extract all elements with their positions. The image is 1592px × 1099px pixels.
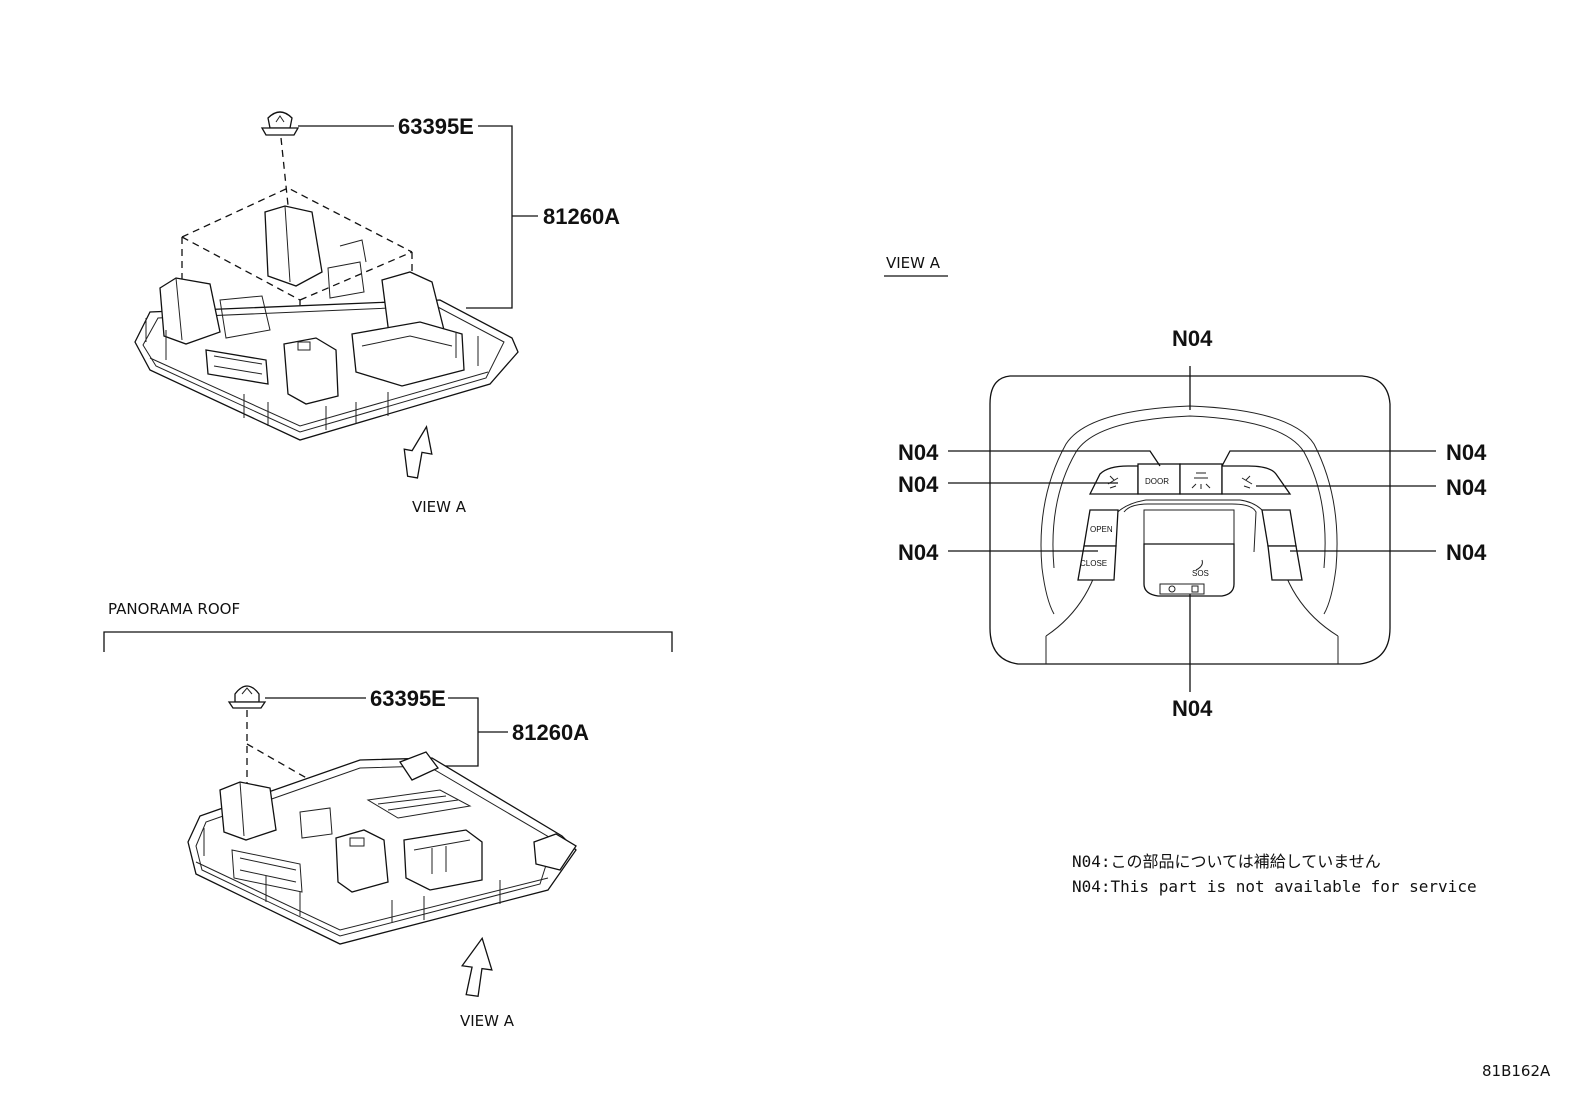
note-japanese: N04:この部品については補給していません xyxy=(1072,852,1381,871)
panorama-roof-title: PANORAMA ROOF xyxy=(108,600,240,618)
panorama-section: PANORAMA ROOF 63395E 81260A xyxy=(103,600,673,1030)
right-light-icon xyxy=(1241,475,1253,489)
callout-n04-top: N04 xyxy=(1172,326,1213,351)
door-button-label: DOOR xyxy=(1145,477,1169,486)
panorama-assembly-part-number: 81260A xyxy=(512,720,589,745)
map-light-icon xyxy=(1191,472,1211,489)
top-assembly-part-number: 81260A xyxy=(543,204,620,229)
panorama-view-a-label: VIEW A xyxy=(460,1012,515,1030)
top-assembly: 63395E 81260A VIEW A xyxy=(134,111,620,516)
clip-63395e-top xyxy=(260,111,300,136)
callout-n04-lower-right: N04 xyxy=(1446,540,1487,565)
callout-n04-mid-left: N04 xyxy=(898,472,939,497)
sos-button-label: SOS xyxy=(1192,569,1209,578)
view-a-section: VIEW A DOOR OPEN CLOSE xyxy=(884,254,1487,721)
callout-n04-bottom: N04 xyxy=(1172,696,1213,721)
notes: N04:この部品については補給していません N04:This part is n… xyxy=(1072,852,1477,896)
callout-n04-upper-right: N04 xyxy=(1446,440,1487,465)
top-clip-part-number: 63395E xyxy=(398,114,474,139)
clip-63395e-panorama xyxy=(227,685,267,709)
open-button-label: OPEN xyxy=(1090,525,1113,534)
top-view-a-label: VIEW A xyxy=(412,498,467,516)
view-a-title: VIEW A xyxy=(886,254,941,272)
close-button-label: CLOSE xyxy=(1080,559,1107,568)
callout-n04-upper-left: N04 xyxy=(898,440,939,465)
figure-id: 81B162A xyxy=(1482,1062,1551,1080)
callout-n04-mid-right: N04 xyxy=(1446,475,1487,500)
panorama-clip-part-number: 63395E xyxy=(370,686,446,711)
note-english: N04:This part is not available for servi… xyxy=(1072,877,1477,896)
callout-n04-lower-left: N04 xyxy=(898,540,939,565)
